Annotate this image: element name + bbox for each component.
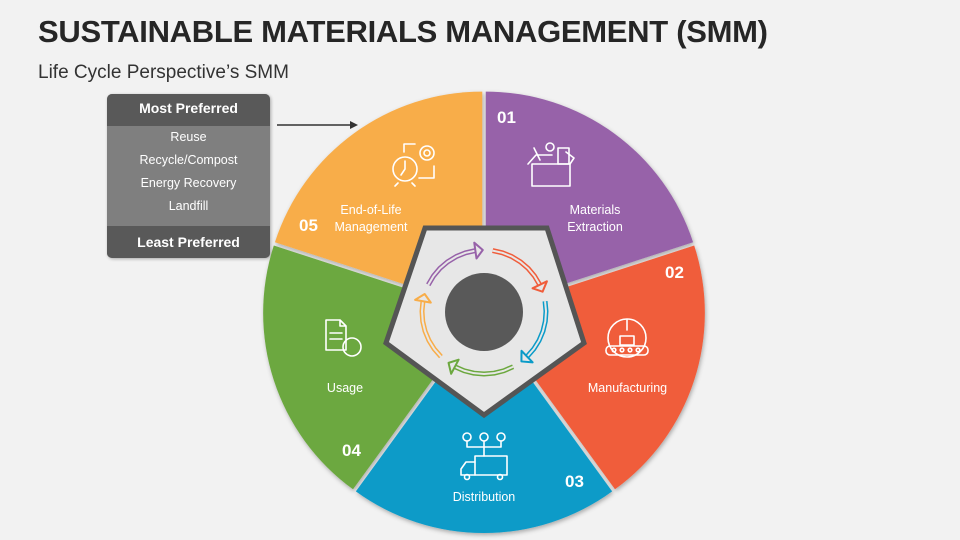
legend-arrow-head [350, 121, 358, 129]
label-line: End-of-Life [340, 203, 402, 217]
segment-label-materials-extraction: Materials Extraction [545, 202, 645, 236]
legend-item: Energy Recovery [140, 176, 237, 190]
cycle-arrow-inner [492, 249, 541, 286]
page-title: SUSTAINABLE MATERIALS MANAGEMENT (SMM) [38, 14, 768, 49]
legend-item: Landfill [168, 199, 209, 213]
segment-number-03: 03 [565, 472, 584, 491]
legend-item: Recycle/Compost [139, 153, 238, 167]
page-subtitle: Life Cycle Perspective’s SMM [38, 62, 289, 83]
cycle-arrow-inner [454, 365, 514, 375]
preference-legend: Most Preferred Reuse Recycle/Compost Ene… [107, 94, 270, 258]
cycle-arrow-head [520, 349, 534, 364]
segment-label-distribution: Distribution [452, 490, 516, 504]
legend-least-preferred: Least Preferred [107, 226, 270, 258]
clock-gear-icon [392, 143, 435, 187]
segment-number-01: 01 [497, 108, 516, 127]
center-circle [445, 273, 523, 351]
factory-gear-icon [605, 318, 649, 358]
legend-item: Reuse [170, 130, 207, 144]
label-line: Materials [569, 203, 621, 217]
cycle-arrow-head [473, 241, 484, 260]
legend-most-preferred: Most Preferred [107, 94, 270, 126]
segment-number-05: 05 [299, 216, 318, 235]
cycle-arrow-inner [427, 249, 476, 286]
cycle-arrow-inner [526, 301, 547, 358]
cycle-arrow-head [447, 358, 460, 375]
segment-distribution [355, 315, 613, 533]
cycle-arrow-head [531, 280, 548, 293]
label-line: Management [334, 220, 408, 234]
segment-label-usage: Usage [326, 381, 364, 395]
segment-label-manufacturing: Manufacturing [587, 381, 668, 395]
delivery-truck-icon [460, 432, 508, 481]
cycle-arrow-inner [421, 301, 442, 358]
document-gear-icon [325, 319, 362, 357]
materials-box-icon [527, 142, 575, 187]
segment-number-04: 04 [342, 441, 361, 460]
label-line: Extraction [567, 220, 623, 234]
segment-label-end-of-life: End-of-Life Management [320, 202, 422, 236]
segment-number-02: 02 [665, 263, 684, 282]
cycle-arrow-head [414, 293, 432, 304]
